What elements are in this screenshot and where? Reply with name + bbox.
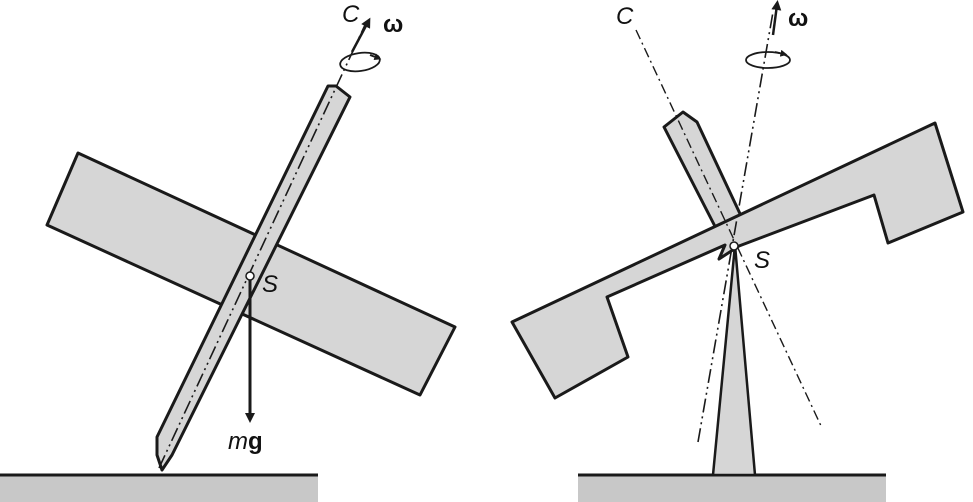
left-axis-arrow [350,17,371,53]
right-point-label: S [754,247,770,274]
right-axis-c-line [635,29,823,429]
left-rotation-ellipse [339,51,381,73]
right-ground [578,475,886,502]
right-bracket [510,121,965,400]
left-point-s-marker [245,271,255,281]
right-figure: C ω S [510,0,965,502]
right-omega-axis-arrow [771,0,782,36]
weight-m: m [228,428,248,455]
left-rotation-arrow [369,53,382,61]
weight-g: g [248,428,263,455]
left-ground [0,475,318,502]
left-omega-label: ω [383,11,403,38]
right-omega-label: ω [788,5,808,32]
left-axis-line [158,24,366,469]
right-rotation-ellipse [745,51,791,69]
left-weight-label: mg [228,428,263,455]
right-stand [711,243,757,477]
right-point-s-marker [729,241,739,251]
left-figure: C ω S mg [0,1,457,502]
left-axis-label: C [342,1,360,28]
left-point-label: S [262,271,278,298]
right-rotation-arrow [774,49,788,57]
right-omega-axis-line [697,11,774,443]
right-spindle [662,110,744,242]
right-axis-label: C [616,3,634,30]
